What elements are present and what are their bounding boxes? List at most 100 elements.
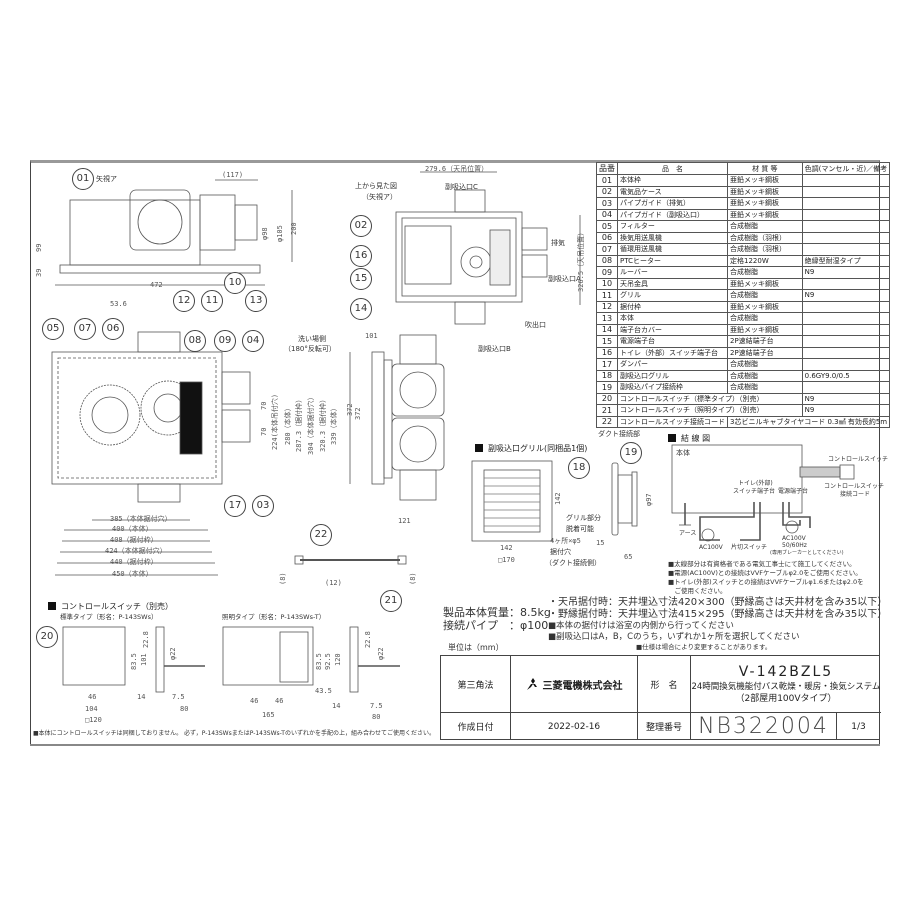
dim: 70 <box>260 427 268 436</box>
arrow-view-label: 矢視ア <box>96 175 117 183</box>
doc-no-label: 整理番号 <box>638 713 691 740</box>
table-cell: 2P速結端子台 <box>727 346 803 359</box>
grille-removable-label: グリル部分 <box>566 514 601 522</box>
spec-line: ・天吊据付時：天井埋込寸法420×300（野縁高さは天井材を含み35以下） <box>548 597 888 608</box>
table-cell: 21 <box>596 404 618 417</box>
control-switch-drawings <box>62 626 400 693</box>
wiring-diagram <box>671 444 855 542</box>
part-balloon: 19 <box>620 442 642 464</box>
table-cell <box>801 300 891 313</box>
grille-removable-label: 脱着可能 <box>566 525 594 533</box>
dim: 280（本体） <box>284 404 292 445</box>
column-header: 品 名 <box>617 162 728 175</box>
table-cell: 2P速結端子台 <box>727 335 803 348</box>
plan-view <box>51 331 351 576</box>
table-cell <box>801 174 891 187</box>
table-cell: 02 <box>596 185 618 198</box>
model-label: 形 名 <box>638 656 691 713</box>
table-cell: PTCヒーター <box>617 254 728 267</box>
table-cell <box>801 323 891 336</box>
table-cell: 07 <box>596 243 618 256</box>
dim: 39 <box>35 268 43 277</box>
table-cell: 合成樹脂 <box>727 358 803 371</box>
inlet-b-label: 副吸込口B <box>478 345 511 353</box>
dim: 142 <box>554 492 562 505</box>
wiring-note: ■電源(AC100V)との接続はVVFケーブルφ2.0をご使用ください。 <box>668 569 862 577</box>
table-cell: 亜鉛メッキ鋼板 <box>727 277 803 290</box>
table-cell <box>801 243 891 256</box>
table-cell: トイレ（外部）スイッチ端子台 <box>617 346 728 359</box>
part-balloon: 15 <box>350 268 372 290</box>
table-cell: 14 <box>596 323 618 336</box>
part-balloon: 09 <box>214 330 236 352</box>
switch-label: 片切スイッチ <box>731 544 768 551</box>
dim: (12) <box>325 579 342 587</box>
standard-type-label: 標準タイプ（形名：P-143SWs） <box>60 613 158 621</box>
dim: 304（本体据付穴） <box>307 393 315 455</box>
toilet-terminal-label: トイレ(外部) <box>738 480 773 487</box>
dim: 287.3（据付枠） <box>295 395 303 452</box>
exhaust-label: 排気 <box>551 239 565 247</box>
dim: 440（据付枠） <box>110 558 158 566</box>
part-balloon: 10 <box>224 272 246 294</box>
dim: 339（本体） <box>330 404 338 445</box>
table-cell <box>801 335 891 348</box>
dim: 7.5 <box>172 693 185 701</box>
table-header: 品番品 名材 質 等色調(マンセル・近)／備考 <box>596 162 891 175</box>
table-cell <box>801 312 891 325</box>
dim: 83.5 <box>130 653 138 670</box>
part-balloon: 13 <box>245 290 267 312</box>
table-cell: 天吊金具 <box>617 277 728 290</box>
dim: 83.5 <box>315 653 323 670</box>
lighting-type-label: 照明タイプ（形名：P-143SWs-T） <box>222 613 326 621</box>
table-cell: 合成樹脂 <box>727 369 803 382</box>
column-header: 色調(マンセル・近)／備考 <box>801 162 891 175</box>
table-cell: ダンパー <box>617 358 728 371</box>
table-cell: 03 <box>596 197 618 210</box>
rotatable-label: （180°反転可） <box>284 345 336 353</box>
page-number: 1/3 <box>851 721 866 732</box>
title-block: 第三角法 三菱電機株式会社 形 名 V-142BZL5 24時間換気機能付バス乾… <box>440 655 881 740</box>
dim: 142 <box>500 544 513 552</box>
dim: 22.8 <box>142 631 150 648</box>
top-view <box>395 171 581 325</box>
dim: 15 <box>596 539 605 547</box>
table-cell: 絶縁型耐湿タイプ <box>801 254 891 267</box>
table-cell: 合成樹脂（羽根） <box>727 243 803 256</box>
table-cell: 22 <box>596 415 618 428</box>
wash-side-label: 洗い場側 <box>298 335 326 343</box>
dim: 7.5 <box>370 702 383 710</box>
dim: 450（本体） <box>112 570 153 578</box>
dim: 80 <box>180 705 189 713</box>
part-balloon: 06 <box>102 318 124 340</box>
part-balloon: 05 <box>42 318 64 340</box>
top-view-subtitle: （矢視ア） <box>362 193 397 201</box>
spec-line: ・野縁据付時：天井埋込寸法415×295（野縁高さは天井材を含み35以下） <box>548 609 888 620</box>
grille-section-title: 副吸込口グリル(同梱品1個) <box>475 443 587 454</box>
table-cell: 循環用送風機 <box>617 243 728 256</box>
table-cell: 電源端子台 <box>617 335 728 348</box>
table-cell: 17 <box>596 358 618 371</box>
table-cell: 09 <box>596 266 618 279</box>
dim: 53.6 <box>110 300 127 308</box>
dim: 326.5（天吊位置） <box>577 228 585 292</box>
dim: 424（本体据付穴） <box>105 547 167 555</box>
wiring-note: ■トイレ(外部)スイッチとの接続はVVFケーブルφ1.6またはφ2.0を <box>668 578 864 586</box>
table-cell: パイプガイド（副吸込口） <box>617 208 728 221</box>
table-cell: 本体 <box>617 312 728 325</box>
dim: 224(本体吊付穴) <box>271 393 279 450</box>
duct-side-label: （ダクト接続側） <box>545 559 601 567</box>
table-cell: 換気用送風機 <box>617 231 728 244</box>
table-cell: 亜鉛メッキ鋼板 <box>727 185 803 198</box>
front-view <box>371 334 445 501</box>
